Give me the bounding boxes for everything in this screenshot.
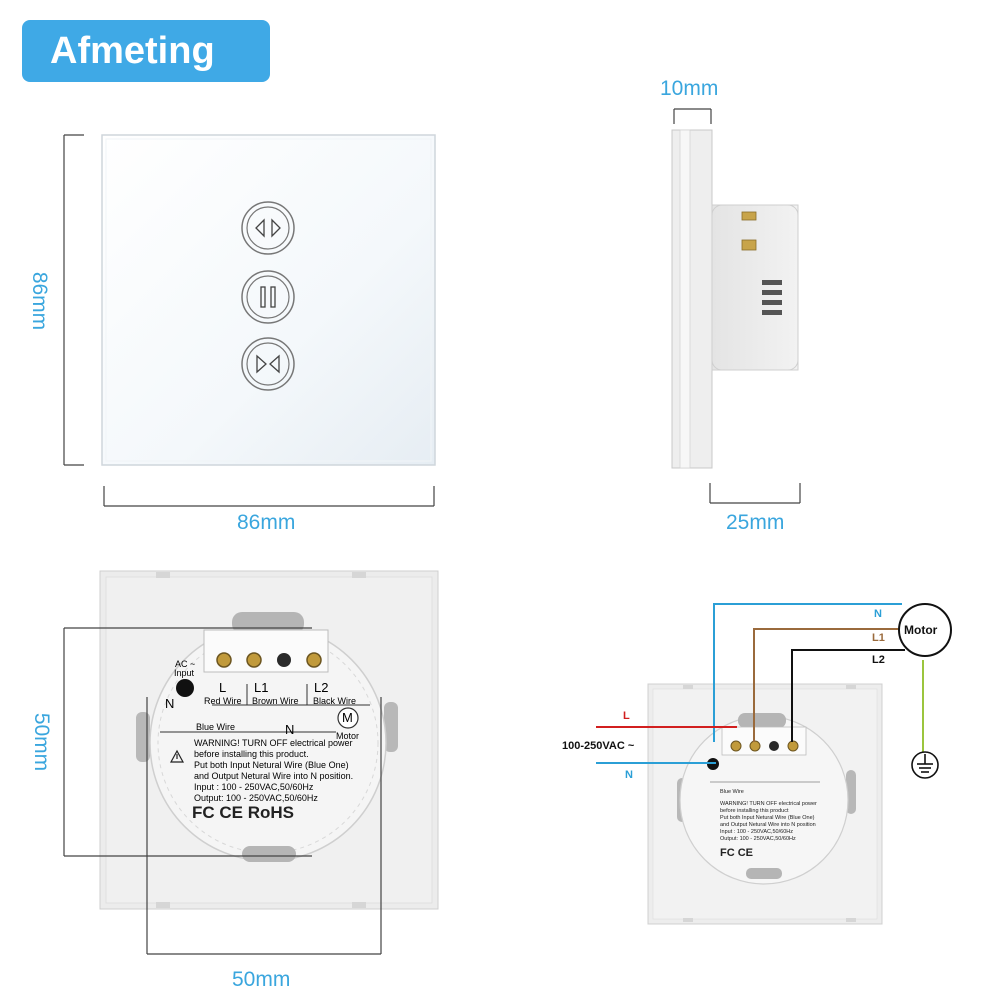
- ac-label: AC ~: [175, 659, 196, 669]
- black-wire-label: Black Wire: [313, 696, 357, 706]
- motor-label-back: Motor: [336, 731, 360, 741]
- wiring-back-view: Blue Wire WARNING! TURN OFF electrical p…: [647, 683, 883, 925]
- output-spec: Output: 100 - 250VAC,50/60Hz: [194, 793, 318, 803]
- motor-m-label: M: [342, 710, 353, 725]
- pause-icon: [241, 270, 295, 324]
- back-height-dimension: [63, 627, 312, 857]
- motor-label: Motor: [904, 623, 938, 637]
- close-icon: [241, 337, 295, 391]
- front-panel: [101, 134, 436, 466]
- voltage-label: 100-250VAC ~: [562, 740, 635, 752]
- back-width-label: 50mm: [232, 968, 291, 991]
- motor-symbol: [898, 603, 952, 657]
- terminal-l: L: [219, 680, 227, 695]
- n-label-left: N: [165, 696, 175, 711]
- instruction-line-4: and Output Netural Wire into N position.: [194, 771, 354, 781]
- back-view: [99, 570, 439, 910]
- certification-marks: FC CE RoHS: [192, 803, 294, 822]
- side-depth-dimension: [709, 483, 801, 504]
- side-thickness-dimension: [673, 108, 712, 124]
- front-height-dimension: [63, 134, 84, 466]
- blue-wire-label: Blue Wire: [196, 722, 236, 732]
- svg-text:Blue Wire: Blue Wire: [720, 789, 744, 795]
- svg-text:Put both Input Netural Wire (B: Put both Input Netural Wire (Blue One): [720, 815, 815, 821]
- title-badge: Afmeting: [22, 20, 270, 82]
- front-width-label: 86mm: [237, 511, 296, 534]
- red-wire-label: Red Wire: [204, 696, 242, 706]
- side-thickness-label: 10mm: [660, 77, 719, 100]
- terminal-l1: L1: [254, 680, 269, 695]
- svg-text:Input : 100 - 250VAC,50/60Hz: Input : 100 - 250VAC,50/60Hz: [720, 829, 793, 835]
- svg-text:WARNING! TURN OFF electrical p: WARNING! TURN OFF electrical power: [720, 801, 817, 807]
- open-icon: [241, 201, 295, 255]
- svg-text:before installing this product: before installing this product: [720, 808, 789, 814]
- brown-wire-label: Brown Wire: [252, 696, 299, 706]
- wire-l2-label: L2: [872, 654, 885, 666]
- back-width-dimension: [146, 697, 382, 955]
- back-height-label: 50mm: [30, 712, 54, 772]
- wire-l-input-label: L: [623, 710, 630, 722]
- front-width-dimension: [103, 486, 435, 507]
- wire-n-input-label: N: [625, 769, 633, 781]
- front-height-label: 86mm: [28, 271, 52, 331]
- wire-n-label: N: [874, 608, 882, 620]
- side-view: [671, 129, 799, 469]
- wiring-lines: [596, 603, 924, 764]
- svg-text:FC CE: FC CE: [720, 847, 753, 859]
- svg-text:Output: 100 - 250VAC,50/60Hz: Output: 100 - 250VAC,50/60Hz: [720, 836, 796, 842]
- side-depth-label: 25mm: [726, 511, 785, 534]
- ground-icon: [911, 751, 939, 779]
- instruction-line-3: Put both Input Netural Wire (Blue One): [194, 760, 349, 770]
- terminal-l2: L2: [314, 680, 329, 695]
- warning-line-1: WARNING! TURN OFF electrical power: [194, 738, 353, 748]
- warning-line-2: before installing this product.: [194, 749, 309, 759]
- n-label-center: N: [285, 722, 295, 737]
- input-label: Input: [174, 668, 195, 678]
- input-spec: Input : 100 - 250VAC,50/60Hz: [194, 782, 314, 792]
- wire-l1-label: L1: [872, 632, 885, 644]
- svg-text:and Output Netural Wire into N: and Output Netural Wire into N position: [720, 822, 816, 828]
